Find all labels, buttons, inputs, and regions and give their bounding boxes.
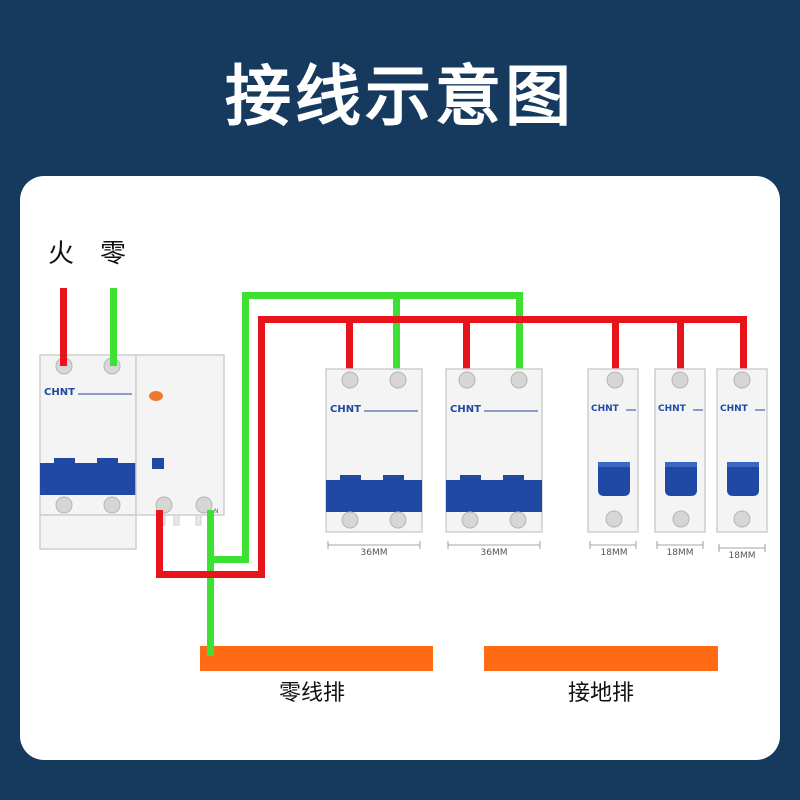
- ground-bus-bar: [484, 646, 718, 671]
- live-input-wire: [60, 288, 67, 366]
- breaker-handle: [665, 462, 697, 496]
- ground-bar-label: 接地排: [568, 681, 634, 706]
- brand-label: CHNT: [450, 404, 481, 415]
- brand-label: CHNT: [720, 404, 749, 414]
- brand-label: CHNT: [658, 404, 687, 414]
- neutral-label: 零: [100, 239, 126, 269]
- brand-label: CHNT: [591, 404, 620, 414]
- n-terminal-mark: N: [214, 508, 219, 515]
- breaker-18mm-2: CHNT 18MM: [654, 368, 706, 558]
- indicator-icon: [152, 458, 164, 469]
- width-label: 18MM: [729, 551, 756, 561]
- breaker-36mm-1: CHNT 36MM: [325, 368, 423, 558]
- breaker-handle: [446, 475, 542, 512]
- neutral-distribution-wire: [207, 292, 523, 656]
- breaker-18mm-1: CHNT 18MM: [587, 368, 639, 558]
- breaker-18mm-3: CHNT 18MM: [716, 368, 768, 561]
- neutral-bar-label: 零线排: [279, 681, 345, 706]
- width-label: 36MM: [361, 548, 388, 558]
- test-button-icon: [149, 391, 163, 401]
- neutral-bus-bar: [200, 646, 433, 671]
- live-label: 火: [48, 239, 74, 269]
- neutral-input-wire: [110, 288, 117, 366]
- main-breaker-handle: [40, 458, 136, 495]
- brand-label: CHNT: [44, 387, 75, 398]
- main-breaker: CHNT: [39, 354, 137, 550]
- breaker-handle: [727, 462, 759, 496]
- breaker-handle: [598, 462, 630, 496]
- breaker-36mm-2: CHNT 36MM: [445, 368, 543, 558]
- width-label: 36MM: [481, 548, 508, 558]
- leakage-module: N: [135, 354, 225, 526]
- page-title: 接线示意图: [225, 58, 575, 135]
- width-label: 18MM: [601, 548, 628, 558]
- breaker-handle: [326, 475, 422, 512]
- width-label: 18MM: [667, 548, 694, 558]
- brand-label: CHNT: [330, 404, 361, 415]
- live-distribution-wire: [156, 316, 747, 578]
